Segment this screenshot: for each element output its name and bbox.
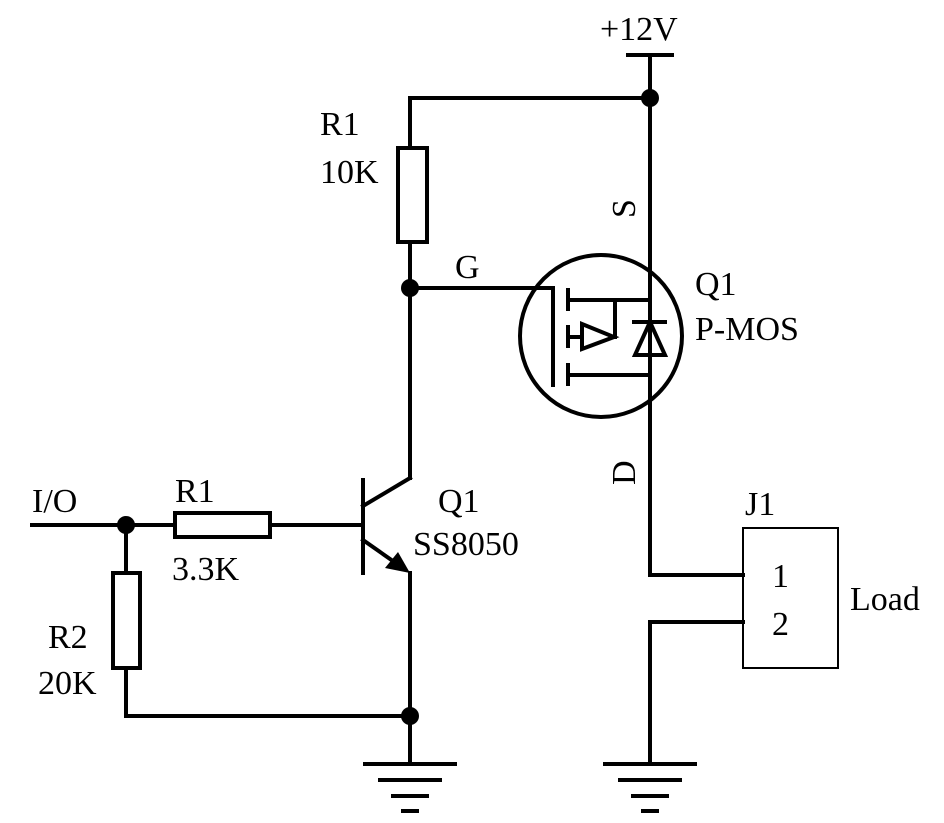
r1-base-value: 3.3K	[172, 551, 240, 588]
gate-label: G	[455, 249, 480, 286]
mosfet-part: P-MOS	[695, 311, 799, 348]
bjt-ref: Q1	[438, 483, 480, 520]
r2-value: 20K	[38, 665, 97, 702]
r1-pullup-value: 10K	[320, 154, 379, 191]
junction-dot	[641, 89, 659, 107]
io-label: I/O	[32, 483, 77, 520]
input-network	[30, 511, 412, 718]
mosfet-ref: Q1	[695, 266, 737, 303]
load-label: Load	[850, 581, 920, 618]
r1-base-ref: R1	[175, 473, 215, 510]
ground-icon	[603, 762, 697, 813]
bjt-part: SS8050	[413, 526, 519, 563]
connector-j1	[648, 527, 839, 764]
connector-ref: J1	[745, 486, 775, 523]
source-label: S	[606, 199, 643, 218]
supply-rail	[408, 53, 674, 577]
connector-pin1: 1	[772, 558, 789, 595]
connector-pin2: 2	[772, 606, 789, 643]
ground-icon	[363, 762, 457, 813]
supply-label: +12V	[600, 11, 678, 48]
drain-label: D	[606, 460, 643, 485]
pmos-symbol	[408, 253, 684, 419]
npn-transistor-symbol	[360, 475, 419, 764]
r2-ref: R2	[48, 619, 88, 656]
r1-pullup-ref: R1	[320, 106, 360, 143]
resistor-r1-pullup	[396, 96, 429, 480]
